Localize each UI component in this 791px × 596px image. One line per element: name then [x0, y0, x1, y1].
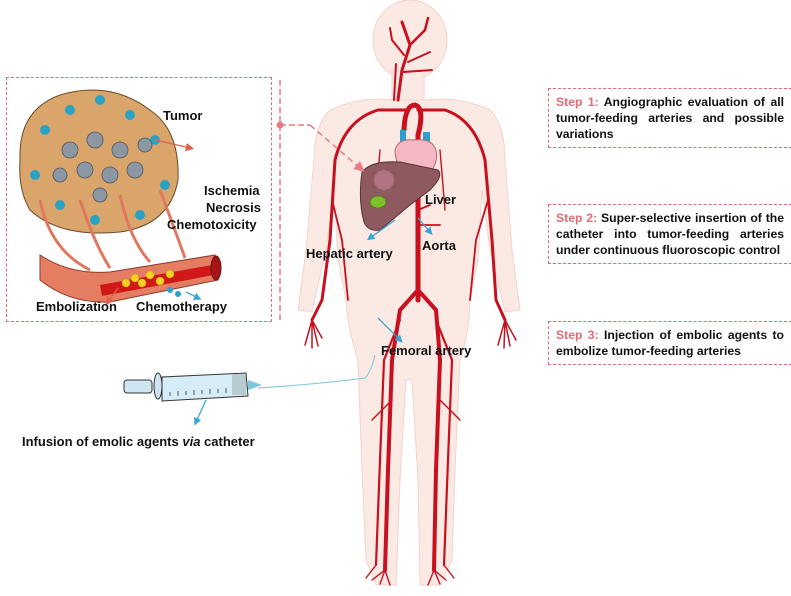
body-silhouette	[297, 0, 521, 586]
caption-italic: via	[182, 434, 201, 449]
step-3-text: Injection of embolic agents to embolize …	[556, 328, 784, 358]
step-1-box: Step 1: Angiographic evaluation of all t…	[548, 88, 791, 148]
inset-connector	[276, 80, 365, 320]
step-2-box: Step 2: Super-selective insertion of the…	[548, 204, 791, 264]
pointer-arrows	[194, 217, 433, 426]
step-3-box: Step 3: Injection of embolic agents to e…	[548, 321, 791, 365]
step-2-text: Super-selective insertion of the cathete…	[556, 211, 785, 257]
chemotherapy-label: Chemotherapy	[136, 299, 228, 314]
caption-suffix: catheter	[200, 434, 255, 449]
step-1-number: Step 1:	[556, 95, 599, 109]
effect-chemotoxicity: Chemotoxicity	[167, 217, 257, 232]
femoral-artery-label: Femoral artery	[381, 343, 472, 358]
aorta-label: Aorta	[422, 238, 456, 253]
hepatic-artery-label: Hepatic artery	[306, 246, 393, 261]
liver-label: Liver	[425, 192, 457, 207]
tumor-inset-frame	[6, 77, 272, 322]
tumor-illustration	[19, 89, 222, 306]
caption-prefix: Infusion of emolic agents	[22, 434, 183, 449]
effect-necrosis: Necrosis	[206, 200, 261, 215]
syringe-caption: Infusion of emolic agents via catheter	[22, 434, 255, 449]
effect-ischemia: Ischemia	[204, 183, 260, 198]
step-3-number: Step 3:	[556, 328, 599, 342]
tumor-label: Tumor	[163, 108, 203, 123]
step-2-number: Step 2:	[556, 211, 598, 225]
liver-illustration	[359, 161, 441, 231]
embolization-label: Embolization	[36, 299, 117, 314]
syringe-icon	[123, 372, 262, 402]
arterial-tree	[304, 16, 517, 586]
step-1-text: Angiographic evaluation of all tumor-fee…	[556, 95, 784, 141]
